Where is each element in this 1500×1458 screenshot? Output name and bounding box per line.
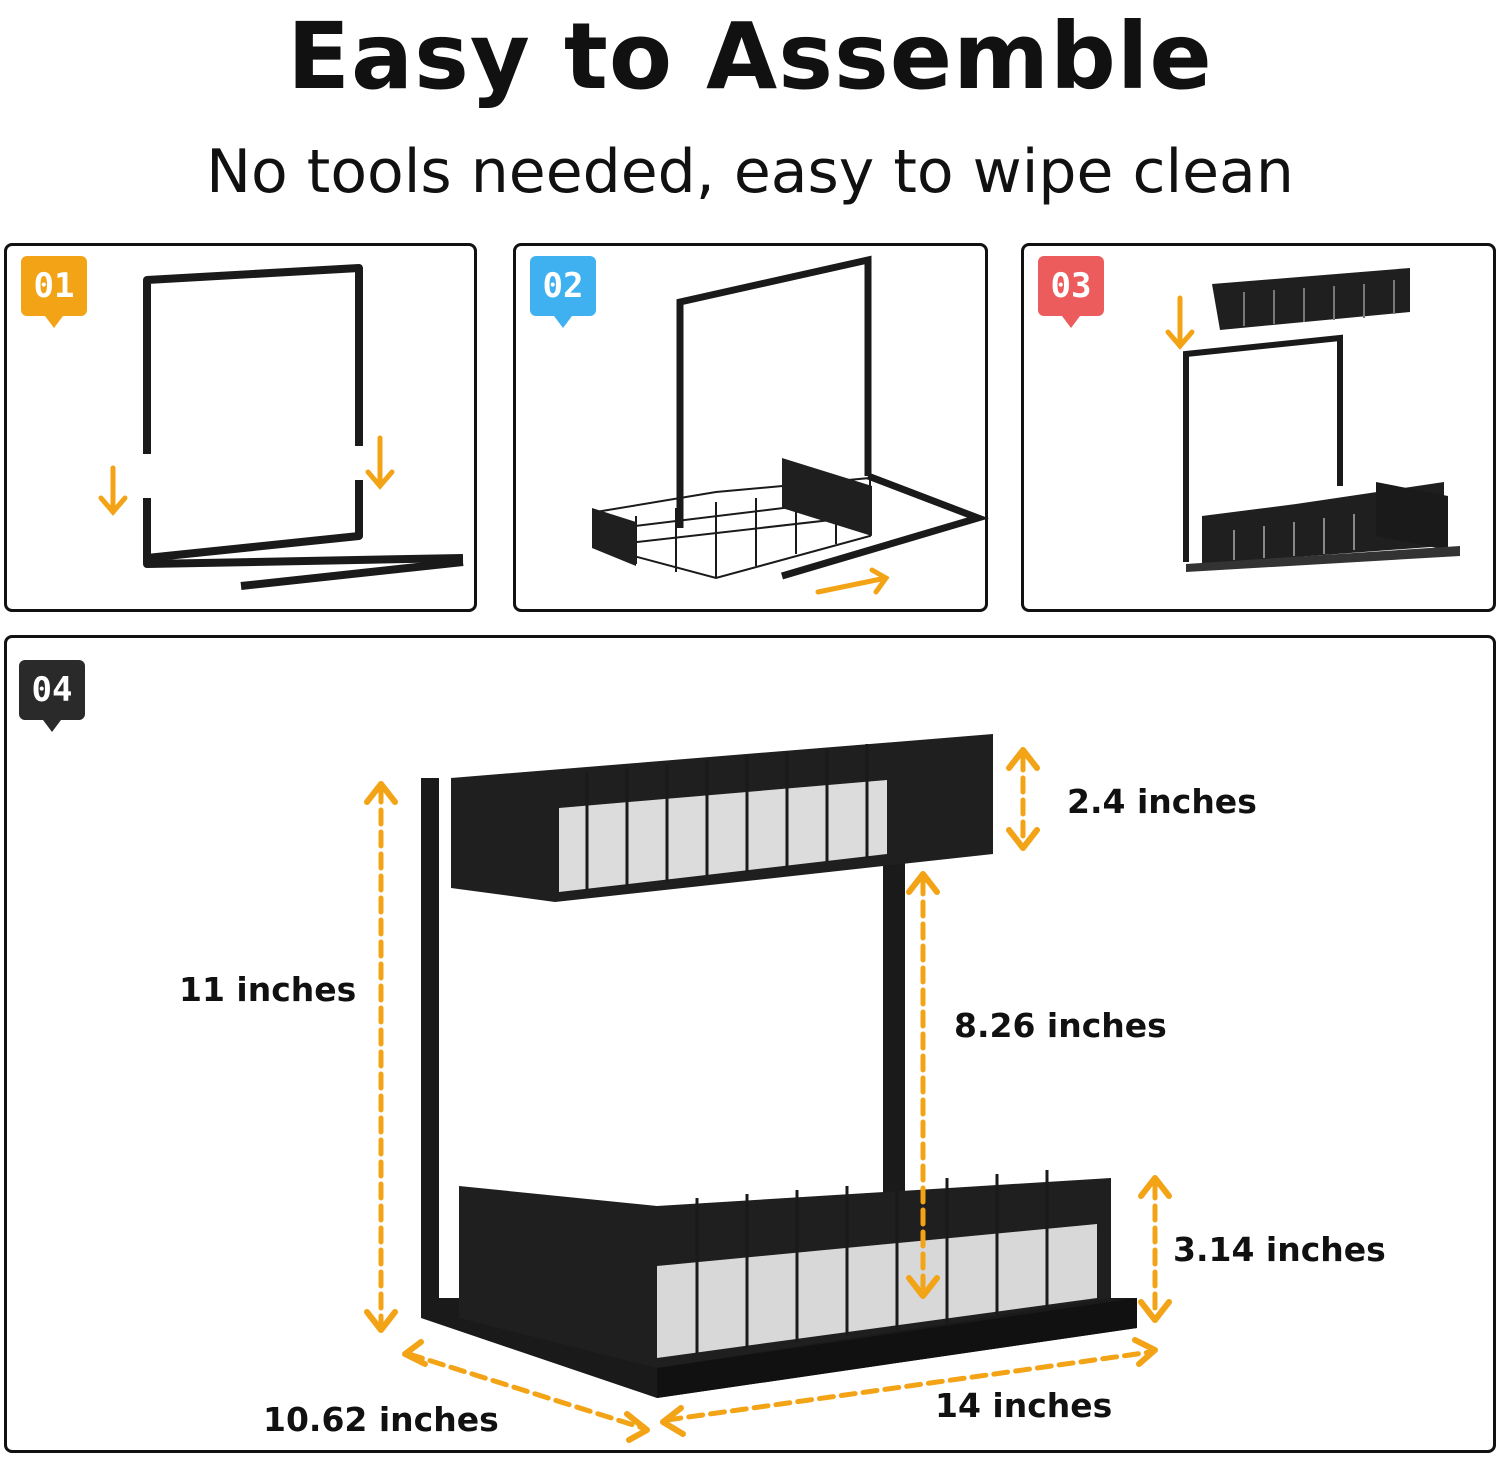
step-panel-4: 04 [4,635,1496,1453]
rack-illustration [364,734,1172,1443]
dimension-label-bottom-basket: 3.14 inches [1173,1230,1386,1269]
frame-illustration-3 [1165,268,1460,572]
dimension-label-shelf-gap: 8.26 inches [954,1006,1167,1045]
frame-illustration-2 [592,255,989,595]
dimension-label-depth: 10.62 inches [263,1400,499,1439]
step-panel-3: 03 [1021,243,1496,612]
frame-illustration-1 [98,264,464,590]
step-panel-2: 02 [513,243,989,612]
step-badge-3: 03 [1038,256,1104,328]
step-badge-1: 01 [21,256,87,328]
step-badge-4: 04 [19,660,85,732]
page-title: Easy to Assemble [287,3,1213,110]
dimension-label-total-height: 11 inches [179,970,357,1009]
step-panel-1: 01 [4,243,477,612]
step-badge-2: 02 [530,256,596,328]
page-subtitle: No tools needed, easy to wipe clean [206,137,1294,207]
dimension-label-top-basket: 2.4 inches [1067,782,1257,821]
dimension-label-width: 14 inches [935,1386,1113,1425]
